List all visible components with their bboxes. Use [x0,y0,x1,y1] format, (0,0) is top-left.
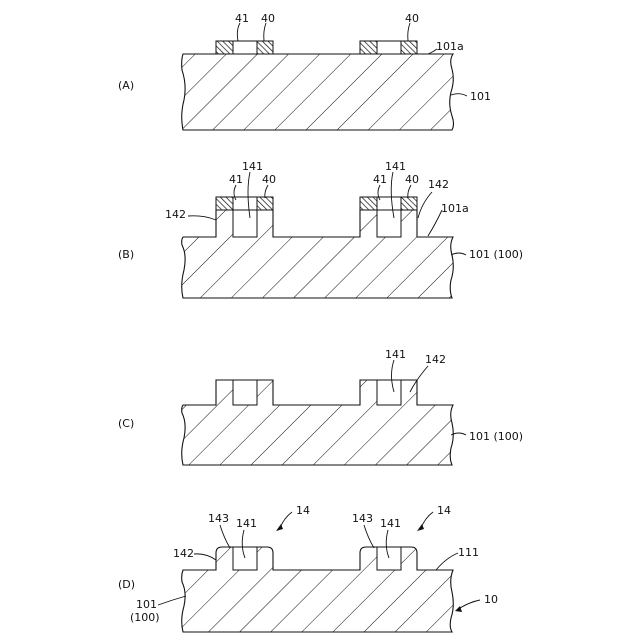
leader-d-101 [158,596,186,605]
mask-b-2 [257,197,273,210]
curved-arrow-icon [455,606,462,612]
arrow-d-14-right [421,512,433,528]
label-d-10: 10 [484,593,498,606]
leader-b-101 [451,253,466,255]
leader-d-143-left [220,525,230,548]
label-b-41-left: 41 [229,173,243,186]
panel-d-tag: (D) [118,578,135,591]
leader-b-142-right [418,192,432,218]
leader-d-111 [436,553,458,570]
label-d-141-right: 141 [380,517,401,530]
opening-a-2 [377,41,401,54]
label-d-101: 101 [136,598,157,611]
label-a-41: 41 [235,12,249,25]
label-b-141-left: 141 [242,160,263,173]
label-d-100: (100) [130,611,160,624]
panel-b: (B) 141 41 40 141 41 40 142 101a 142 101… [118,160,523,298]
label-c-142: 142 [425,353,446,366]
leader-b-101a [428,210,442,236]
label-a-101a: 101a [436,40,464,53]
panel-c-tag: (C) [118,417,134,430]
groove-b-2 [377,210,401,237]
mask-a-3 [360,41,377,54]
groove-c-1 [233,380,257,405]
substrate-c [182,380,454,465]
opening-b-2 [377,197,401,210]
label-c-141: 141 [385,348,406,361]
panel-c: (C) 141 142 101 (100) [118,348,523,465]
groove-b-1 [233,210,257,237]
mask-a-4 [401,41,417,54]
opening-b-1 [233,197,257,210]
groove-c-2 [377,380,401,405]
panel-b-tag: (B) [118,248,134,261]
leader-a-40-right [408,23,410,41]
label-d-143-left: 143 [208,512,229,525]
substrate-a [182,54,454,130]
opening-a-1 [233,41,257,54]
curved-arrow-icon [276,524,283,531]
mask-a-2 [257,41,273,54]
label-a-101: 101 [470,90,491,103]
label-a-40-left: 40 [261,12,275,25]
groove-d-1 [233,547,257,570]
arrow-d-10 [460,600,480,608]
leader-d-142 [194,554,216,560]
mask-b-1 [216,197,233,210]
leader-b-40-left [265,185,268,198]
label-b-141-right: 141 [385,160,406,173]
label-d-14-left: 14 [296,504,310,517]
label-d-111: 111 [458,546,479,559]
label-a-40-right: 40 [405,12,419,25]
arrow-d-14-left [280,512,292,528]
label-b-142-left: 142 [165,208,186,221]
leader-d-143-right [364,525,374,548]
mask-b-3 [360,197,377,210]
label-d-142: 142 [173,547,194,560]
panel-a: (A) 41 40 40 101a 101 [118,12,491,130]
leader-a-101 [451,94,467,96]
substrate-b [182,210,454,298]
label-b-40-left: 40 [262,173,276,186]
mask-b-4 [401,197,417,210]
leader-a-41 [237,23,240,41]
leader-b-142-left [188,216,216,220]
label-c-101: 101 (100) [469,430,523,443]
label-b-40-right: 40 [405,173,419,186]
mask-a-1 [216,41,233,54]
label-b-41-right: 41 [373,173,387,186]
leader-a-40-left [264,23,266,41]
panel-a-tag: (A) [118,79,134,92]
leader-b-40-right [408,185,411,198]
label-b-142-right: 142 [428,178,449,191]
label-d-143-right: 143 [352,512,373,525]
label-b-101a: 101a [441,202,469,215]
substrate-d [182,547,454,632]
curved-arrow-icon [417,524,424,531]
panel-d: (D) 143 141 14 143 141 14 142 111 101 (1… [118,504,498,632]
label-b-101: 101 (100) [469,248,523,261]
label-d-14-right: 14 [437,504,451,517]
groove-d-2 [377,547,401,570]
label-d-141-left: 141 [236,517,257,530]
